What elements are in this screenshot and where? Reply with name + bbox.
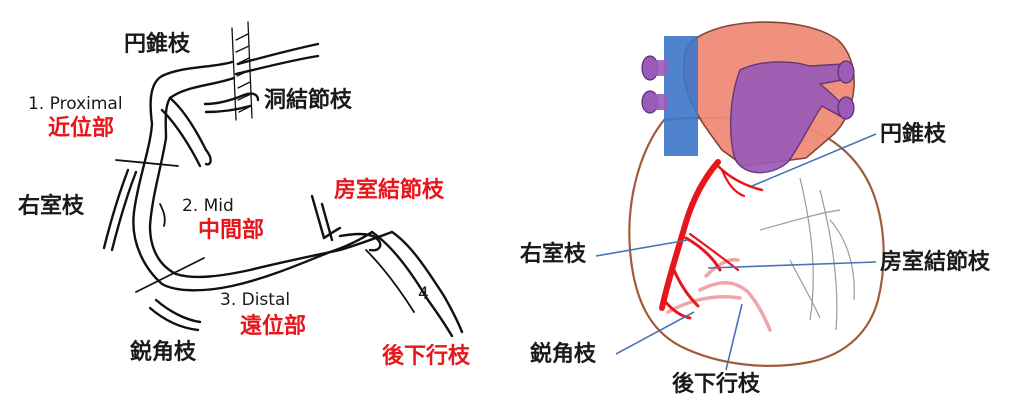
left-label-sinus-node: 洞結節枝 [264,88,353,113]
aortic-root-hatch [231,21,253,121]
pulmonary-artery [729,61,843,174]
left-label-proximal-en: 1. Proximal [28,94,123,114]
pda-line [370,230,454,338]
left-label-posterior-descending: 後下行枝 [382,344,471,369]
left-label-segment-4: 4 [418,284,429,304]
right-label-av-node: 房室結節枝 [880,250,991,275]
right-coronary-artery [659,159,764,320]
left-label-acute-marginal: 鋭角枝 [130,340,197,365]
heart-illustration [595,21,885,371]
av-node-branch-line [310,194,326,240]
left-label-rv-branch: 右室枝 [18,194,85,219]
sinus-node-branch-line [203,92,260,106]
right-label-rv-branch: 右室枝 [520,242,587,267]
left-schematic [102,21,464,338]
rv-branch-line [102,168,130,250]
acute-marginal-line [154,298,202,324]
right-label-acute-marginal: 鋭角枝 [530,342,597,367]
leader-lines [595,133,877,371]
right-label-conus: 円錐枝 [880,122,947,147]
rca-main-contour [132,60,374,292]
left-label-av-node: 房室結節枝 [334,178,445,203]
right-label-posterior-descending: 後下行枝 [672,372,761,397]
vena-cava [664,36,698,156]
left-label-conus: 円錐枝 [124,32,191,57]
left-label-mid-en: 2. Mid [182,196,234,216]
conus-branch-line [236,42,320,66]
left-label-distal-jp: 遠位部 [240,314,307,339]
left-label-proximal-jp: 近位部 [48,116,115,141]
left-label-distal-en: 3. Distal [220,290,291,310]
left-label-mid-jp: 中間部 [198,218,265,243]
